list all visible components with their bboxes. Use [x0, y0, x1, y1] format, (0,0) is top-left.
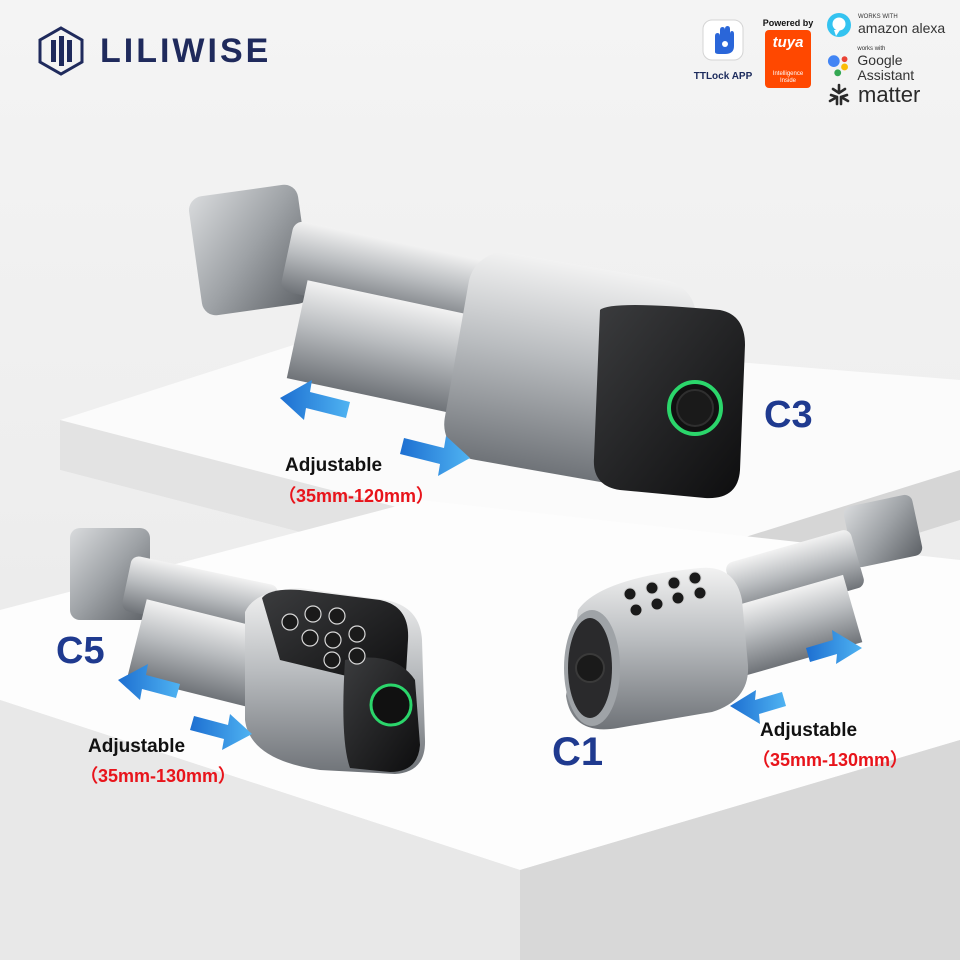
- model-label-c1: C1: [552, 730, 604, 774]
- alexa-works-with: WORKS WITH: [858, 14, 898, 20]
- hand-key-icon: [702, 19, 744, 61]
- alexa-badge: WORKS WITH amazon alexa: [826, 12, 945, 38]
- lock-c5: [70, 528, 426, 774]
- adjust-arrows: [118, 380, 862, 750]
- brand-name: LILIWISE: [100, 31, 272, 70]
- tuya-word: tuya: [772, 34, 804, 51]
- tuya-inside-text: Intelligence Inside: [772, 71, 804, 84]
- adjustable-label-c1: Adjustable: [760, 720, 858, 741]
- tuya-powered-text: Powered by: [762, 18, 814, 28]
- matter-icon: [828, 83, 850, 106]
- matter-name: matter: [858, 82, 921, 107]
- alexa-name: amazon alexa: [858, 20, 946, 36]
- tuya-logo: tuya Intelligence Inside: [765, 30, 811, 88]
- ttlock-label: TTLock APP: [693, 71, 753, 82]
- ttlock-badge: TTLock APP: [692, 18, 754, 82]
- matter-badge: matter: [826, 82, 920, 108]
- google-works-with: works with: [857, 46, 886, 52]
- lock-c1: [564, 494, 923, 730]
- range-label-c3: （35mm-120mm）: [278, 486, 435, 506]
- alexa-icon: [827, 13, 851, 37]
- adjustable-label-c3: Adjustable: [285, 455, 383, 476]
- range-label-c1: （35mm-130mm）: [752, 750, 909, 770]
- google-assistant-badge: works with Google Assistant: [826, 46, 960, 83]
- google-name: Google Assistant: [857, 52, 915, 83]
- adjustable-label-c5: Adjustable: [88, 736, 186, 757]
- tuya-badge: Powered by tuya Intelligence Inside: [760, 18, 816, 88]
- model-label-c5: C5: [56, 630, 105, 672]
- lock-c3: [188, 184, 745, 499]
- model-label-c3: C3: [764, 394, 813, 436]
- brand-mark-icon: [38, 26, 84, 76]
- brand-logo: LILIWISE: [36, 26, 271, 76]
- range-label-c5: （35mm-130mm）: [80, 766, 237, 786]
- google-assistant-icon: [827, 54, 848, 76]
